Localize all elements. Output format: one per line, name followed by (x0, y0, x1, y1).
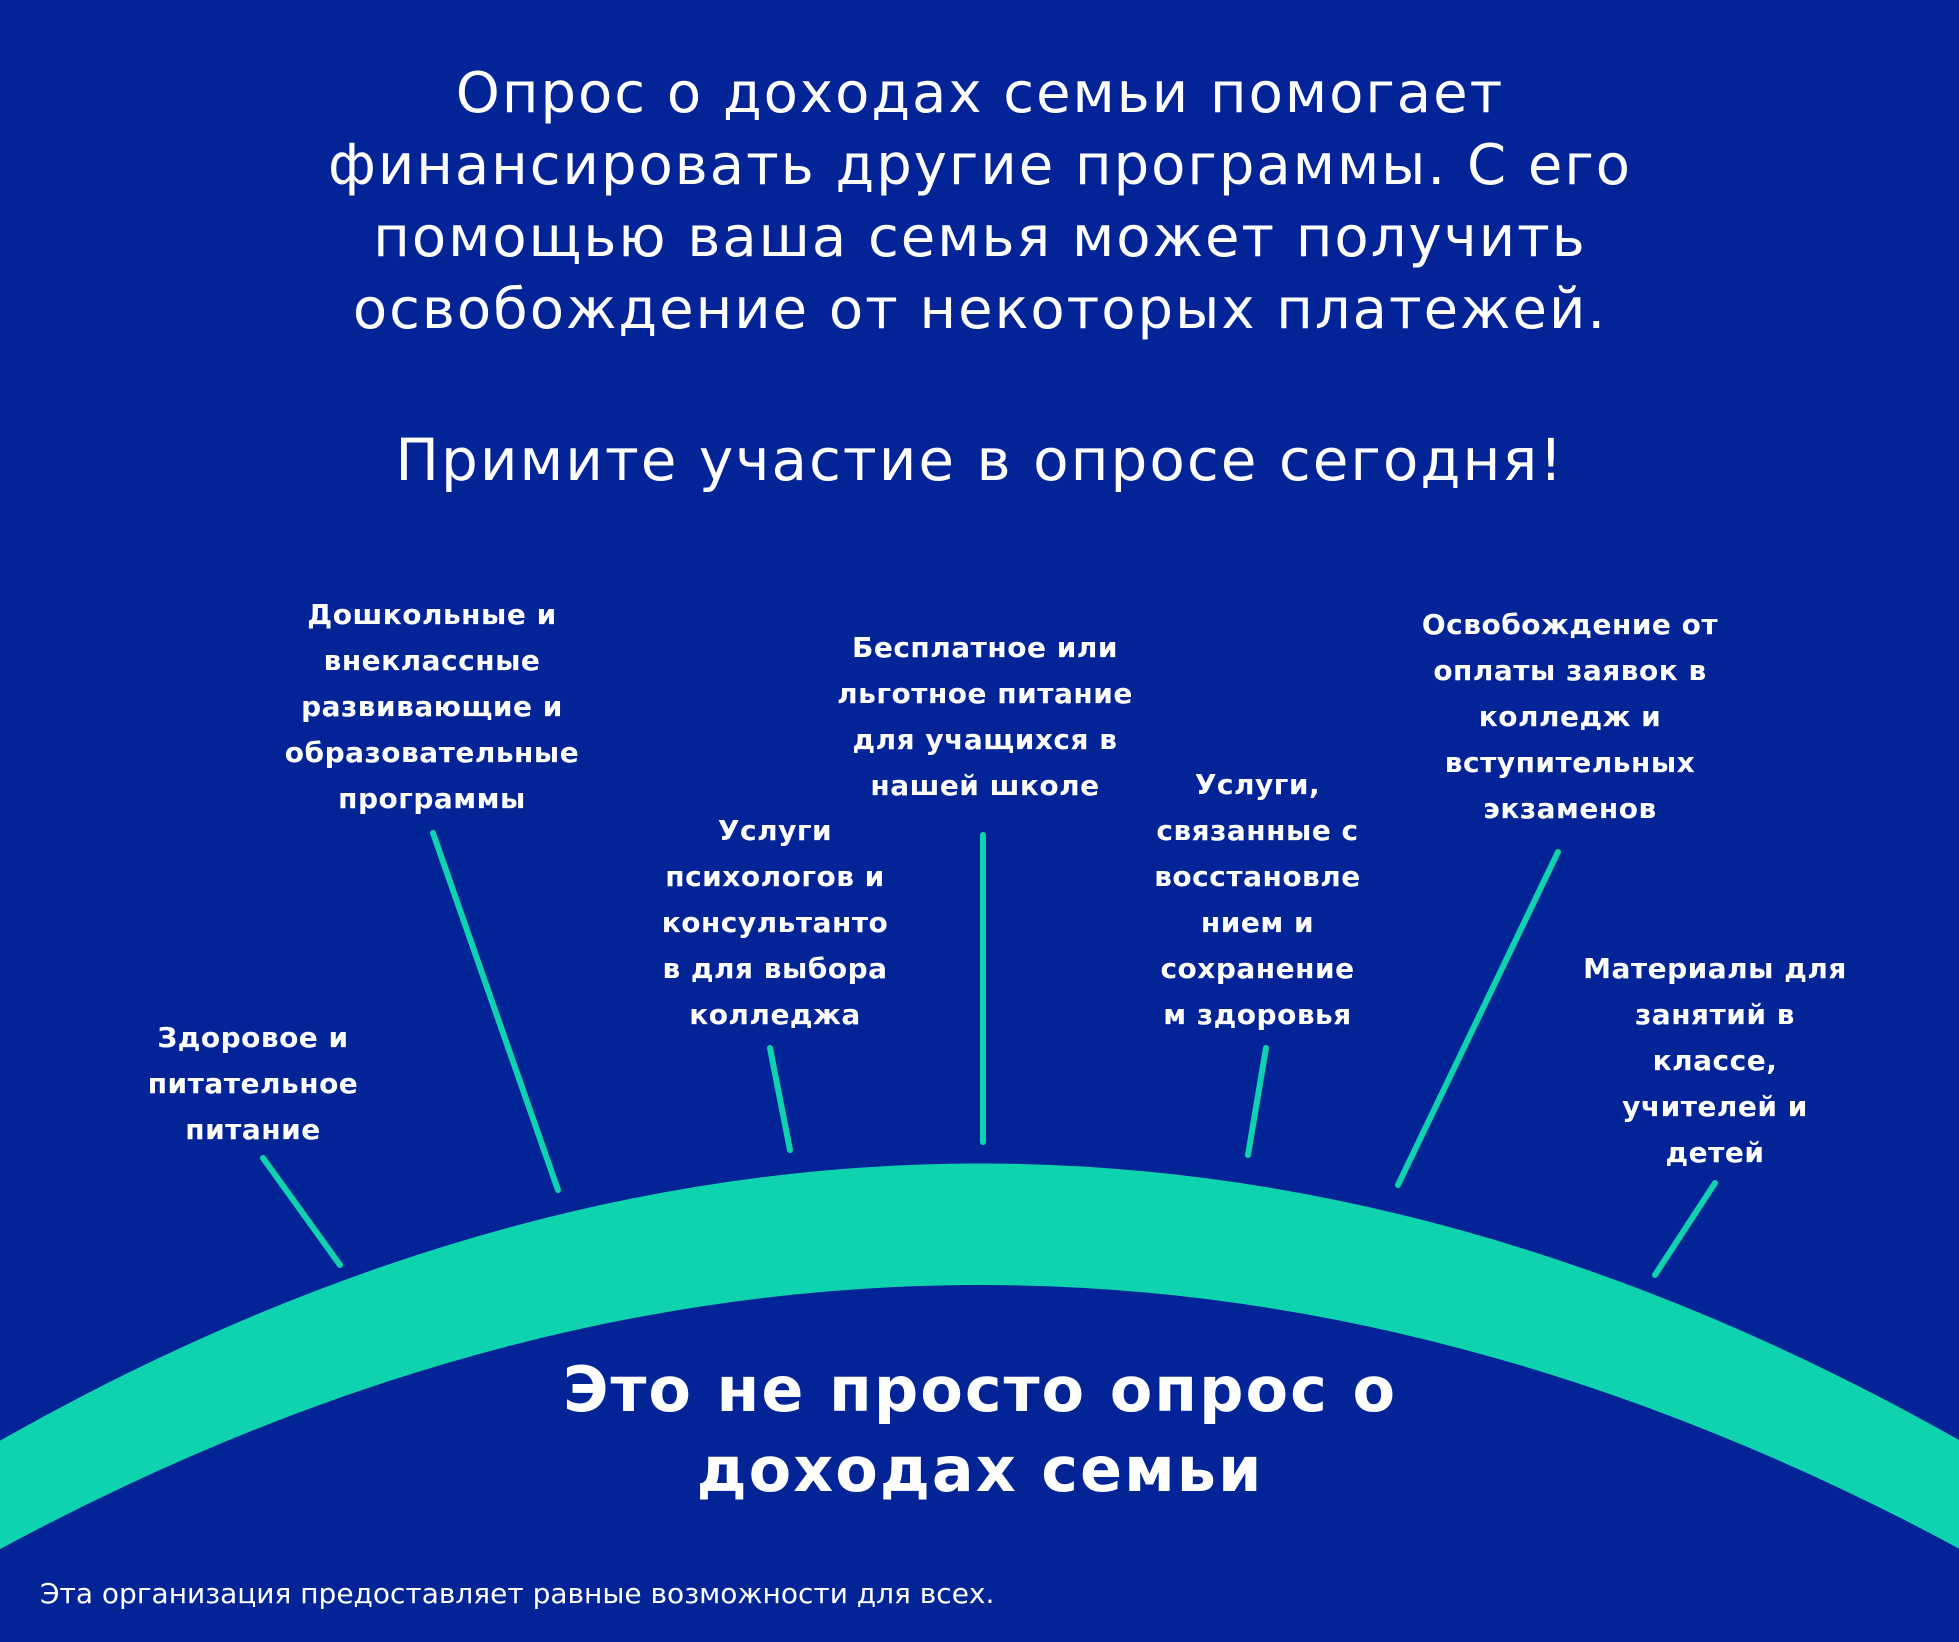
headline-line: Опрос о доходах семьи помогает (455, 61, 1505, 126)
headline-line: помощью ваша семья может получить (373, 205, 1587, 270)
benefit-line: детей (1665, 1136, 1765, 1169)
benefit-line: питательное (147, 1067, 359, 1100)
benefit-line: в для выбора (662, 952, 888, 985)
benefit-line: вступительных (1444, 746, 1696, 779)
benefit-line: экзаменов (1483, 792, 1657, 825)
benefit-line: Освобождение от (1421, 608, 1719, 641)
benefit-line: Услуги (717, 814, 833, 847)
benefit-health-services: Услуги, связанные с восстановле нием и с… (1130, 762, 1385, 1038)
benefit-college-fee-waivers: Освобождение от оплаты заявок в колледж … (1400, 602, 1740, 832)
benefit-line: занятий в (1635, 998, 1795, 1031)
benefit-line: учителей и (1622, 1090, 1808, 1123)
benefit-line: восстановле (1154, 860, 1361, 893)
bottom-title-line: доходах семьи (696, 1433, 1264, 1506)
benefit-line: Услуги, (1194, 768, 1321, 801)
benefit-line: льготное питание (837, 677, 1133, 710)
benefit-line: м здоровья (1163, 998, 1352, 1031)
benefit-line: нашей школе (870, 769, 1100, 802)
arc-band (0, 1163, 1959, 1550)
bottom-title-line: Это не просто опрос о (562, 1353, 1398, 1426)
headline: Опрос о доходах семьи помогает финансиро… (230, 58, 1730, 346)
benefit-line: колледж и (1478, 700, 1662, 733)
headline-line: освобождение от некоторых платежей. (352, 277, 1608, 342)
benefit-line: Материалы для (1583, 952, 1847, 985)
benefit-line: консультанто (661, 906, 889, 939)
benefit-line: связанные с (1156, 814, 1359, 847)
connector-line-7 (1652, 1180, 1718, 1278)
benefit-line: сохранение (1160, 952, 1355, 985)
benefit-line: Бесплатное или (852, 631, 1118, 664)
benefit-healthy-food: Здоровое и питательное питание (118, 1015, 388, 1153)
equal-opportunity-footer: Эта организация предоставляет равные воз… (40, 1577, 995, 1610)
benefit-line: колледжа (689, 998, 861, 1031)
benefit-line: питание (185, 1113, 321, 1146)
benefit-classroom-materials: Материалы для занятий в классе, учителей… (1560, 946, 1870, 1176)
benefit-free-meals: Бесплатное или льготное питание для учащ… (830, 625, 1140, 809)
bottom-title: Это не просто опрос о доходах семьи (480, 1350, 1480, 1510)
benefit-line: образовательные (284, 736, 580, 769)
benefit-line: психологов и (665, 860, 885, 893)
connector-line-5 (1245, 1045, 1269, 1158)
benefit-line: программы (338, 782, 526, 815)
benefit-line: Дошкольные и (307, 598, 557, 631)
benefit-line: для учащихся в (852, 723, 1118, 756)
benefit-line: оплаты заявок в (1433, 654, 1707, 687)
connector-line-3 (767, 1045, 793, 1153)
benefit-counseling-services: Услуги психологов и консультанто в для в… (635, 808, 915, 1038)
connector-line-1 (260, 1155, 343, 1268)
benefit-line: Здоровое и (157, 1021, 349, 1054)
benefit-line: внеклассные (323, 644, 541, 677)
benefit-preschool-programs: Дошкольные и внеклассные развивающие и о… (272, 592, 592, 822)
connector-line-6 (1395, 849, 1561, 1188)
connector-line-2 (430, 830, 561, 1193)
headline-line: финансировать другие программы. С его (327, 133, 1633, 198)
call-to-action: Примите участие в опросе сегодня! (395, 426, 1565, 494)
benefit-line: нием и (1200, 906, 1315, 939)
benefit-line: развивающие и (301, 690, 563, 723)
benefit-line: классе, (1652, 1044, 1778, 1077)
